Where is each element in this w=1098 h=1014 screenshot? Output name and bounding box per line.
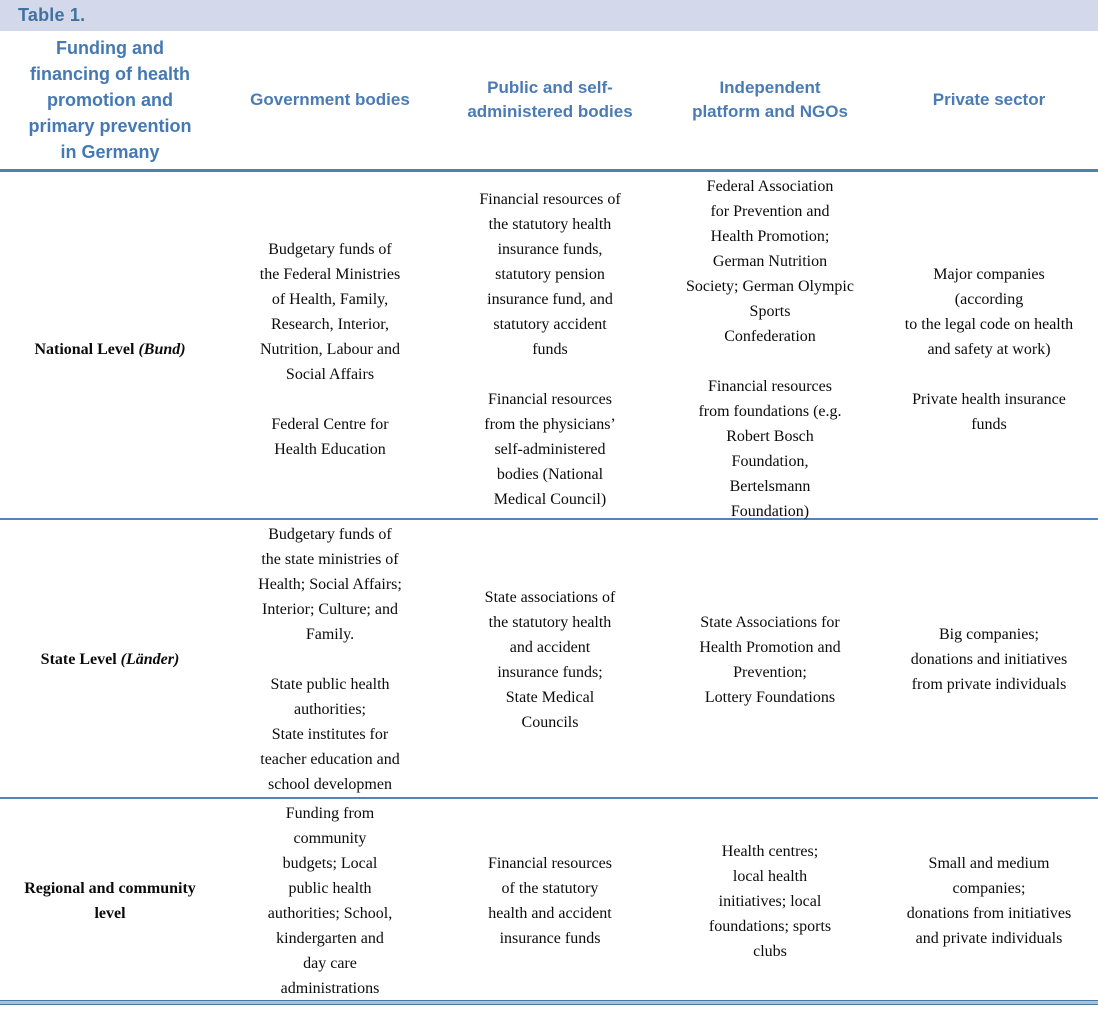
row-label-text: State Level — [40, 651, 121, 668]
table-body: National Level (Bund) Budgetary funds of… — [0, 169, 1098, 1000]
table-header-row: Funding and financing of health promotio… — [0, 31, 1098, 169]
table-row-regional: Regional and community level Funding fro… — [0, 799, 1098, 1000]
cell-regional-government: Funding from community budgets; Local pu… — [267, 805, 393, 997]
table-row-state: State Level (Länder) Budgetary funds of … — [0, 520, 1098, 799]
cell-state-private: Big companies; donations and initiatives… — [910, 626, 1068, 693]
row-label-state: State Level (Länder) — [0, 520, 220, 799]
cell-state-ngos: State Associations for Health Promotion … — [699, 613, 841, 706]
table-caption-bar: Table 1. — [0, 0, 1098, 31]
cell-national-private: Major companies (according to the legal … — [904, 265, 1074, 433]
header-independent-ngos: Independent platform and NGOs — [692, 78, 848, 121]
cell-regional-public-bodies: Financial resources of the statutory hea… — [488, 855, 612, 947]
row-label-paren: (Bund) — [138, 340, 186, 358]
cell-national-ngos: Federal Association for Prevention and H… — [686, 178, 854, 520]
table-caption: Table 1. — [18, 5, 86, 25]
header-government-bodies: Government bodies — [250, 90, 410, 109]
cell-state-government: Budgetary funds of the state ministries … — [258, 526, 402, 793]
cell-national-public-bodies: Financial resources of the statutory hea… — [479, 190, 621, 508]
cell-regional-ngos: Health centres; local health initiatives… — [708, 842, 832, 960]
row-label-national: National Level (Bund) — [0, 172, 220, 526]
header-private-sector: Private sector — [932, 90, 1046, 109]
row-label-text: National Level — [34, 340, 139, 358]
table-bottom-rule — [0, 1000, 1098, 1005]
cell-national-government: Budgetary funds of the Federal Ministrie… — [259, 240, 401, 458]
row-label-paren: (Länder) — [120, 651, 180, 668]
cell-state-public-bodies: State associations of the statutory heal… — [484, 588, 616, 731]
table-row-national: National Level (Bund) Budgetary funds of… — [0, 172, 1098, 520]
header-row-label: Funding and financing of health promotio… — [28, 38, 192, 162]
row-label-regional: Regional and community level — [24, 880, 196, 922]
header-public-self-administered: Public and self- administered bodies — [467, 78, 633, 121]
cell-regional-private: Small and medium companies; donations fr… — [906, 855, 1072, 947]
